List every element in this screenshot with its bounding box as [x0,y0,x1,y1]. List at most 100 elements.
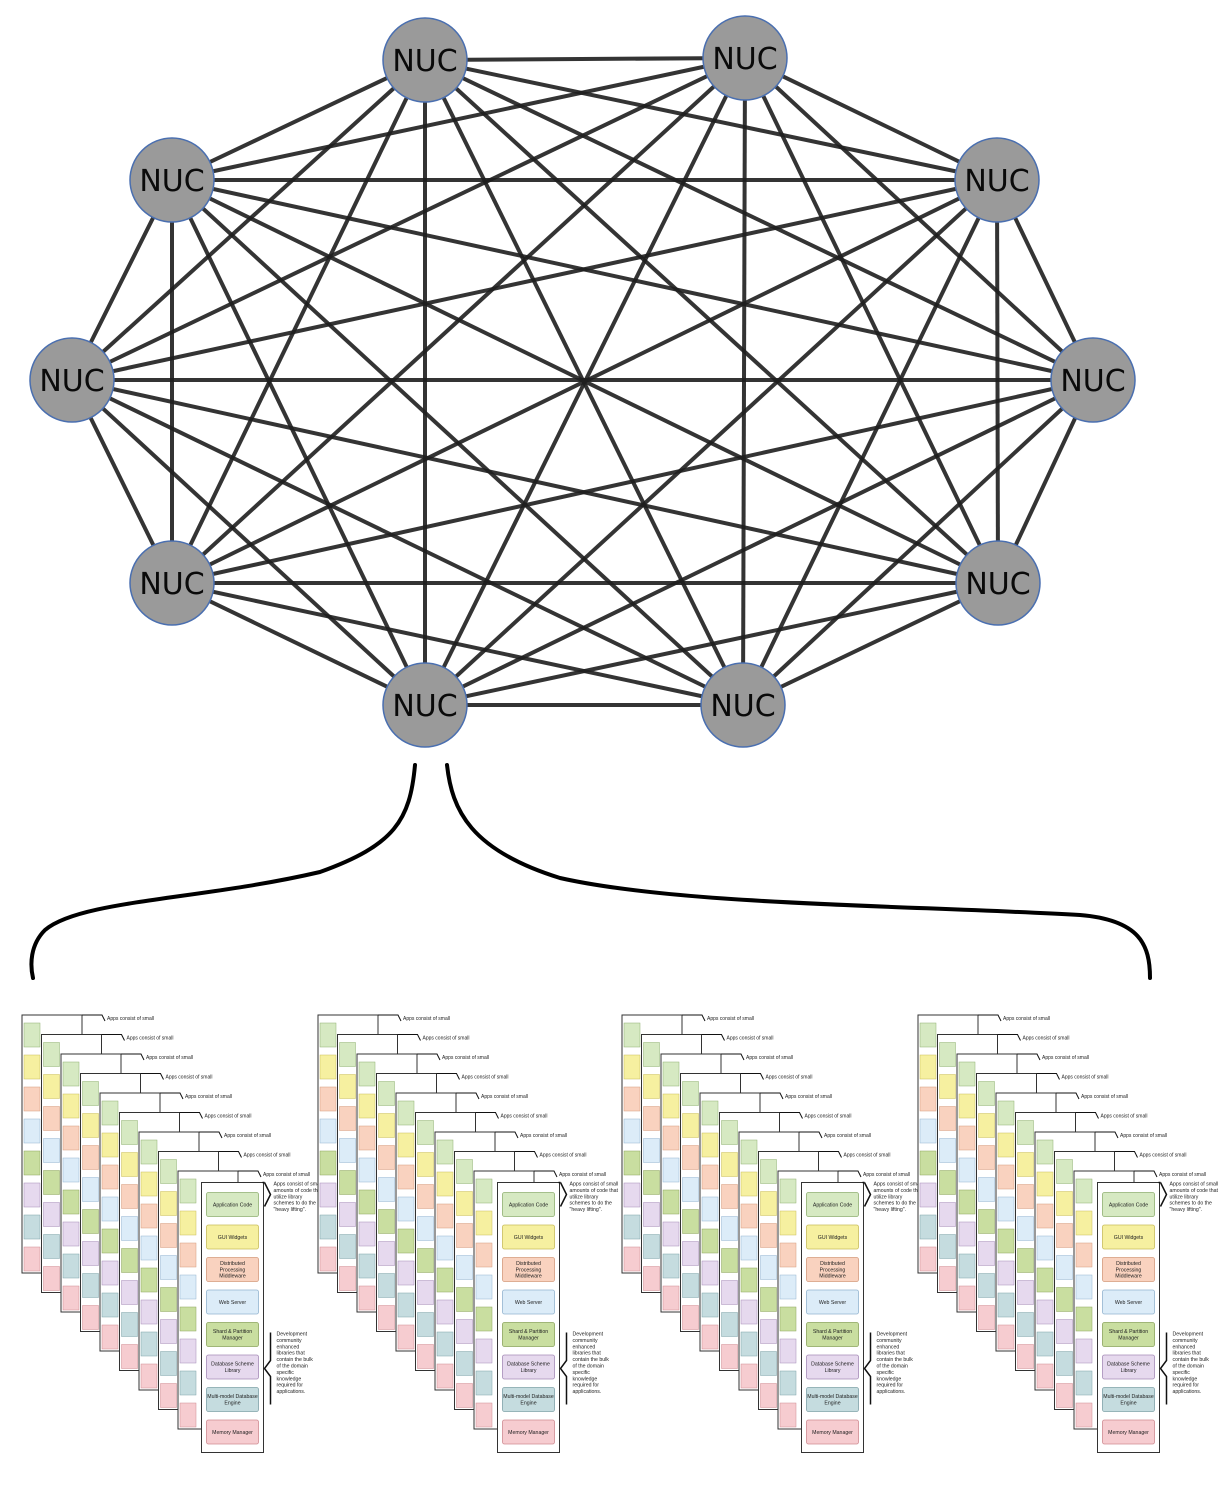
stacked-card-layer [23,1182,41,1208]
stacked-card-note: Apps consist of small [824,1133,871,1139]
stacked-card-bracket [417,1053,441,1061]
stacked-card-layer [23,1118,41,1144]
stack-layer-label: Shard & Partition [1109,1329,1148,1335]
stacked-card-layer [978,1273,995,1298]
stacked-card-bracket [799,1131,823,1139]
stack-layer-label: GUI Widgets [1114,1235,1144,1241]
stacked-card-note: Apps consist of small [1062,1075,1109,1081]
nuc-node-label: NUC [965,567,1030,602]
stacked-card-bracket [1075,1112,1099,1119]
stacked-card-layer [121,1312,138,1337]
stack-layer-label: Web Server [1115,1300,1143,1306]
stacked-card-layer [456,1159,473,1184]
network-edge [171,56,746,182]
stacked-card-bracket [818,1151,842,1158]
stacked-card-layer [978,1177,995,1202]
stack-layer-label: Library [825,1368,841,1374]
stack-layer [806,1322,859,1347]
stacked-card-layer [978,1081,995,1106]
stacked-card-bracket [514,1151,538,1158]
stacked-card-layer [760,1319,777,1344]
nuc-node: NUC [129,540,215,626]
stack-layer [206,1354,259,1380]
stacked-card-note: Apps consist of small [244,1153,291,1159]
note-bottom-brace [1159,1332,1168,1405]
stacked-card-layer [958,1157,976,1183]
stack-layer-label: Middleware [515,1274,542,1280]
stacked-card-layer [436,1139,454,1165]
stacked-card-layer [101,1292,119,1318]
stacked-card-note: Apps consist of small [1159,1172,1206,1178]
network-edge [424,378,1094,707]
stacked-card-layer [358,1157,376,1183]
stacked-card-layer [319,1182,337,1208]
stacked-card-layer [682,1305,699,1330]
stacked-card-layer [721,1152,738,1177]
stacked-card-layer [319,1246,337,1272]
stacked-card-layer [397,1228,415,1254]
stack-layer [1102,1289,1155,1315]
stacked-card-layer [339,1138,356,1163]
stacked-card-layer [958,1125,976,1151]
stacked-card-layer [1017,1344,1034,1369]
nuc-node: NUC [1050,337,1136,423]
note-bottom-brace [559,1332,568,1405]
stacked-card-layer [62,1093,80,1119]
network-edge [424,58,1094,382]
stacked-card-layer [919,1118,937,1144]
stack-layer-label: GUI Widgets [514,1235,544,1241]
nuc-node-label: NUC [392,689,457,724]
stack-layer-label: GUI Widgets [818,1235,848,1241]
stacked-card-note: Apps consist of small [1140,1153,1187,1159]
stacked-card-note: Apps consist of small [403,1016,450,1022]
nuc-node-circle [129,540,215,626]
stacked-card-layer [140,1267,158,1293]
stacked-card-layer [475,1178,493,1204]
stacked-card-layer [721,1184,738,1209]
stacked-card-bracket [495,1131,519,1139]
stacked-card-layer [358,1253,376,1279]
stacked-card-layer [417,1280,434,1305]
stacked-card-note: Apps consist of small [1081,1094,1128,1100]
stacked-card-layer [101,1228,119,1254]
nuc-node-circle [29,337,115,423]
stacked-card-bracket [721,1053,745,1061]
stacked-card-layer [23,1086,41,1112]
network-edge [70,58,427,382]
stacked-card-layer [997,1260,1015,1286]
stacked-card-layer [978,1241,995,1266]
stacked-card-layer [378,1113,395,1138]
stacked-card-note: Apps consist of small [785,1094,832,1100]
stacked-card-note: Apps consist of small [224,1133,271,1139]
network-edge [71,378,999,585]
stack-layer-label: Manager [518,1336,539,1342]
stacked-card-layer [436,1267,454,1293]
stacked-card-note: Apps consist of small [462,1075,509,1081]
stacked-card-bracket [1134,1170,1158,1178]
stacked-card-layer [417,1344,434,1369]
stacked-card-layer [339,1266,356,1291]
stacked-card-bracket [82,1014,106,1022]
stacked-card-layer [101,1260,119,1286]
stacked-card-note: Apps consist of small [205,1114,252,1120]
stacked-card-note: Apps consist of small [1003,1016,1050,1022]
stack-layer [806,1224,859,1250]
stacked-card-bracket [218,1151,242,1158]
expansion-brace [29,763,1152,980]
stack-layer [502,1419,555,1445]
front-card-frame [801,1182,864,1453]
stacked-card-layer [397,1292,415,1318]
stack-layer-label: Manager [822,1336,843,1342]
stacked-card-layer [140,1363,158,1389]
stacked-card-layer [378,1273,395,1298]
network-edge [741,179,999,706]
stack-layer [206,1322,259,1347]
stack-layer-label: Manager [1118,1336,1139,1342]
stacked-card-layer [397,1324,415,1350]
stacked-card-layer [179,1178,197,1204]
stacked-card-layer [1017,1312,1034,1337]
stacked-card-note: Apps consist of small [107,1016,154,1022]
stacked-card-layer [339,1170,356,1195]
nuc-node: NUC [382,17,468,103]
